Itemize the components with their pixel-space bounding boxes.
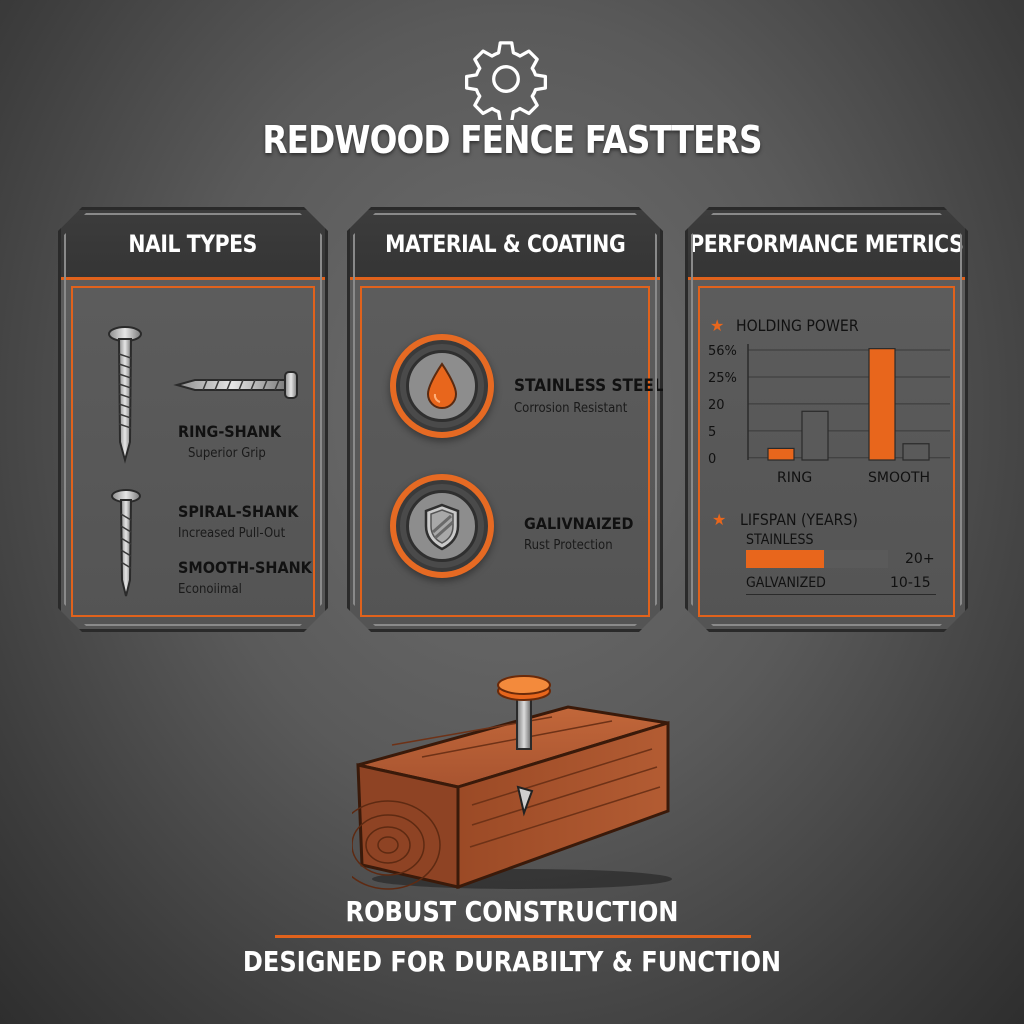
y-tick-label: 20 — [708, 398, 725, 413]
lifespan-value-label: 20+ — [905, 551, 935, 567]
lifespan-divider — [746, 594, 936, 595]
material-desc: Corrosion Resistant — [514, 401, 628, 416]
panel-title: NAIL TYPES — [128, 229, 258, 258]
material-desc: Rust Protection — [524, 538, 613, 553]
nail-type-desc: Superior Grip — [188, 446, 266, 461]
y-tick-label: 0 — [708, 452, 716, 467]
lifespan-category-label: GALVANIZED — [746, 575, 826, 591]
ring-shank-nail-icon — [105, 324, 145, 464]
nail-types-panel: NAIL TYPES — [58, 207, 328, 632]
star-icon: ★ — [710, 316, 725, 335]
chart-title: LIFSPAN (YEARS) — [740, 510, 858, 529]
bar — [802, 411, 828, 460]
nail-type-desc: Increased Pull-Out — [178, 526, 286, 541]
nail-type-name: SMOOTH-SHANK — [178, 558, 312, 577]
galvanized-badge — [390, 474, 494, 578]
nail-type-name: RING-SHANK — [178, 422, 282, 441]
bar — [869, 349, 895, 460]
x-tick-label: SMOOTH — [868, 470, 930, 486]
bar — [903, 444, 929, 460]
panel-title: MATERIAL & COATING — [384, 229, 626, 258]
page-title: REDWOOD FENCE FASTTERS — [262, 118, 762, 162]
footer-divider — [275, 935, 751, 938]
footer-subtitle: DESIGNED FOR DURABILTY & FUNCTION — [242, 945, 782, 978]
y-tick-label: 25% — [708, 371, 737, 386]
nail-type-name: SPIRAL-SHANK — [178, 502, 299, 521]
nail-type-desc: Econoiimal — [178, 582, 242, 597]
performance-metrics-panel: PERFORMANCE METRICS ★ HOLDING POWER 56% 2… — [685, 207, 968, 632]
lifespan-bar-stainless — [746, 550, 824, 568]
panel-title: PERFORMANCE METRICS — [689, 229, 964, 258]
panel-body: RING-SHANK Superior Grip SPIRAL-SHANK In… — [71, 286, 315, 617]
horizontal-nail-icon — [173, 368, 303, 402]
gear-icon — [465, 41, 547, 120]
panel-header: NAIL TYPES — [61, 210, 325, 280]
bar — [768, 448, 794, 460]
lifespan-value-label: 10-15 — [890, 575, 931, 591]
material-name: GALIVNAIZED — [524, 514, 634, 533]
x-tick-label: RING — [777, 470, 812, 486]
material-name: STAINLESS STEEL — [514, 376, 664, 396]
y-tick-label: 56% — [708, 344, 737, 359]
shield-icon — [422, 502, 462, 552]
panel-header: MATERIAL & COATING — [350, 210, 660, 280]
stainless-badge — [390, 334, 494, 438]
footer-title: ROBUST CONSTRUCTION — [345, 895, 679, 928]
chart-title: HOLDING POWER — [736, 316, 859, 335]
material-coating-panel: MATERIAL & COATING STAINLESS STEEL Corro… — [347, 207, 663, 632]
y-tick-label: 5 — [708, 425, 716, 440]
lifespan-category-label: STAINLESS — [746, 532, 814, 548]
wood-block-illustration — [352, 675, 672, 890]
star-icon: ★ — [712, 510, 727, 529]
panel-header: PERFORMANCE METRICS — [688, 210, 965, 280]
lifespan-track — [746, 550, 888, 568]
droplet-icon — [424, 362, 460, 410]
panel-body: STAINLESS STEEL Corrosion Resistant GALI… — [360, 286, 650, 617]
spiral-shank-nail-icon — [109, 488, 143, 600]
